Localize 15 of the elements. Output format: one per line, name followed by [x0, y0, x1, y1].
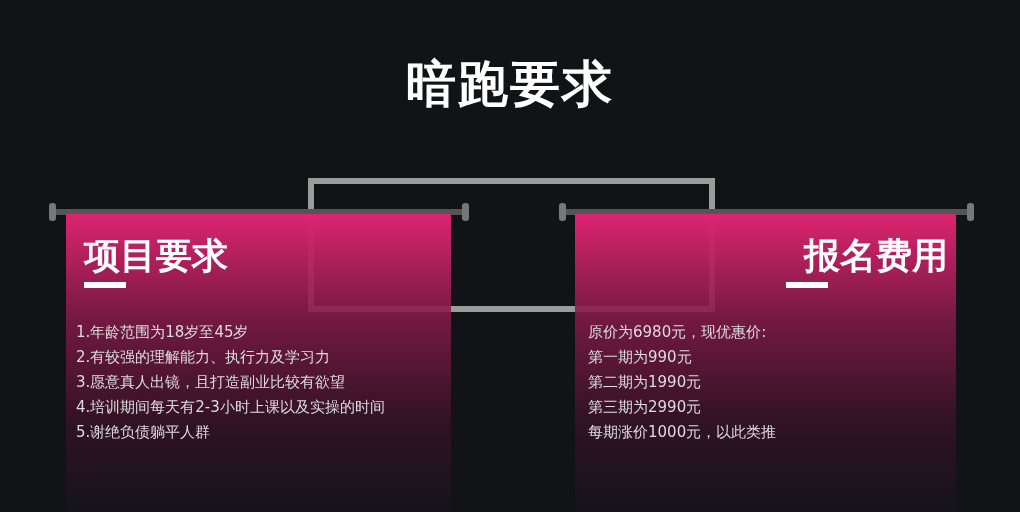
panel-heading: 报名费用 — [804, 234, 948, 278]
title: 暗跑要求 — [405, 54, 615, 115]
list-item: 第二期为1990元 — [588, 372, 702, 393]
panel-heading: 项目要求 — [84, 234, 228, 278]
hanging-panel — [66, 214, 451, 512]
list-item: 原价为6980元，现优惠价: — [588, 322, 767, 343]
list-item: 5.谢绝负债躺平人群 — [76, 422, 211, 443]
list-item: 第一期为990元 — [588, 347, 692, 368]
hanging-panel — [575, 214, 956, 512]
list-item: 每期涨价1000元，以此类推 — [588, 422, 777, 443]
list-item: 3.愿意真人出镜，且打造副业比较有欲望 — [76, 372, 346, 393]
list-item: 1.年龄范围为18岁至45岁 — [76, 322, 249, 343]
list-item: 4.培训期间每天有2-3小时上课以及实操的时间 — [76, 397, 385, 418]
list-item: 第三期为2990元 — [588, 397, 702, 418]
list-item: 2.有较强的理解能力、执行力及学习力 — [76, 347, 331, 368]
